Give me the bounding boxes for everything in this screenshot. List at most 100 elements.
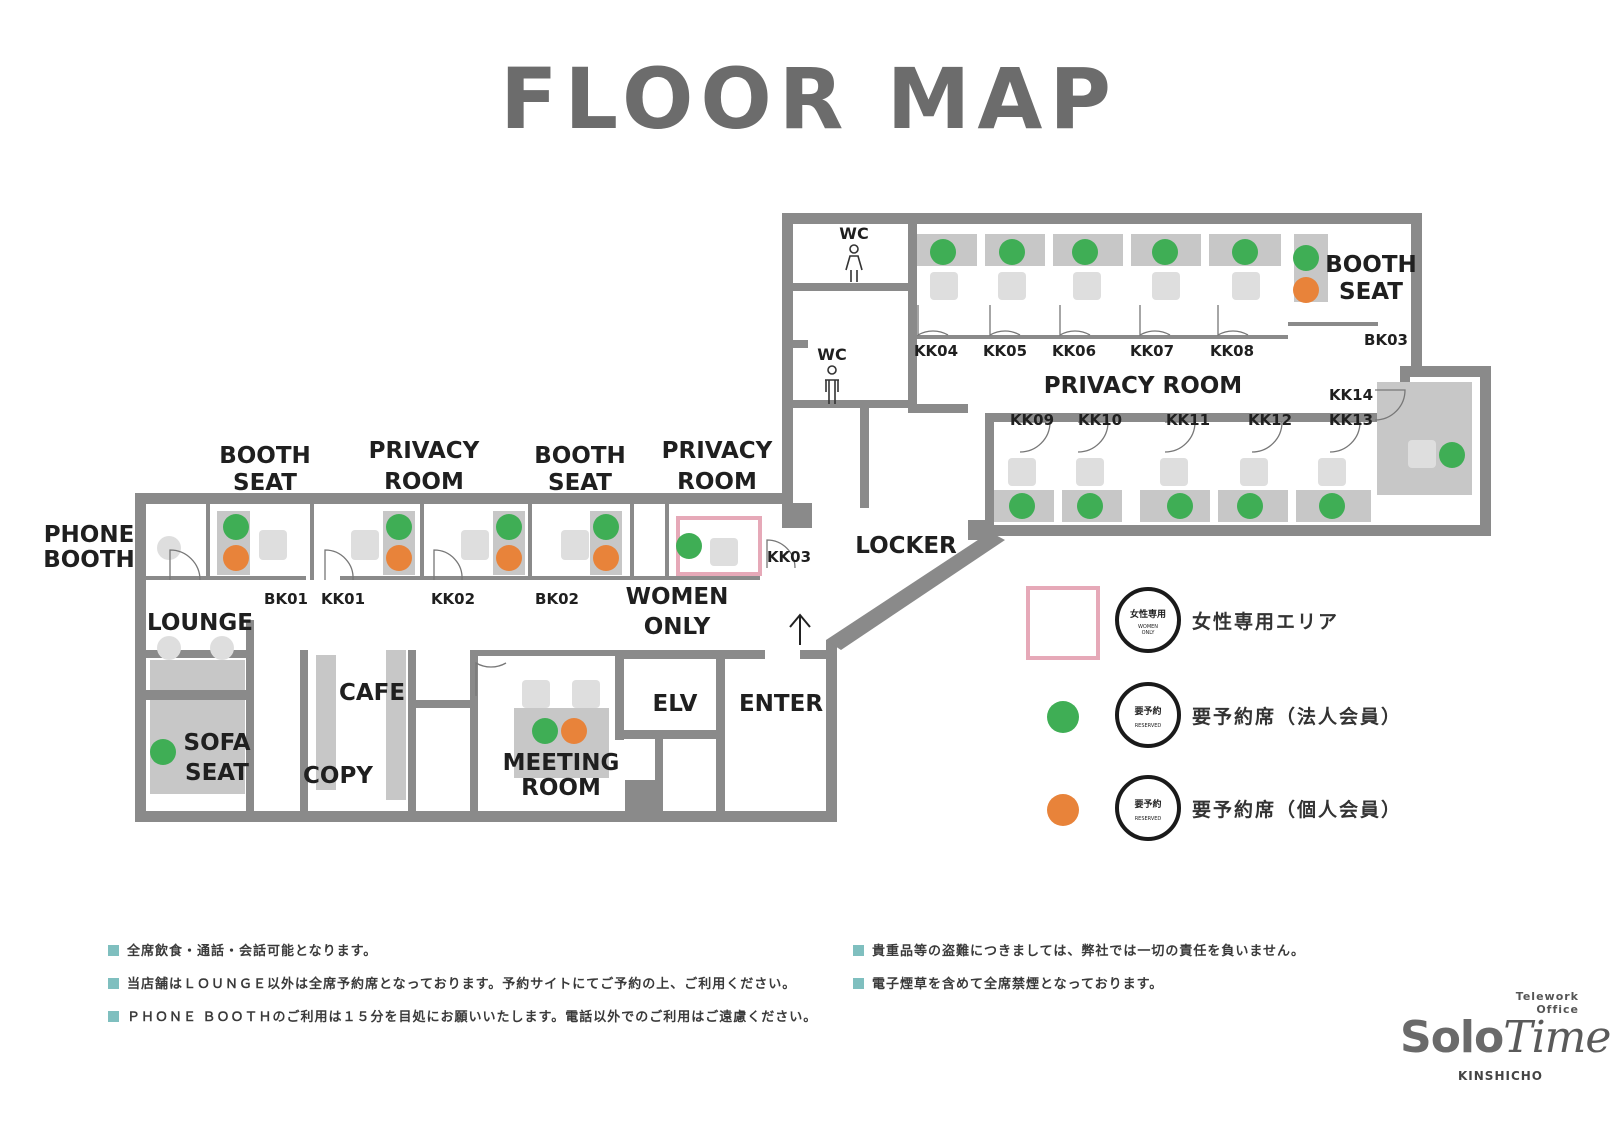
label-women-only: WOMEN <box>626 584 729 610</box>
corporate-seat-dot <box>1009 493 1035 519</box>
note-text: 電子煙草を含めて全席禁煙となっております。 <box>872 977 1164 992</box>
legend-corporate-label: 要予約席（法人会員） <box>1192 705 1402 728</box>
corporate-seat-dot <box>150 739 176 765</box>
individual-seat-dot <box>593 545 619 571</box>
reserved-badge-sub: RESERVED <box>1135 816 1162 822</box>
label-privacy-room: PRIVACY <box>369 438 480 464</box>
label-privacy-room: ROOM <box>677 469 757 495</box>
individual-seat-dot <box>386 545 412 571</box>
bullet-square-icon <box>853 945 864 956</box>
seat-id: BK03 <box>1364 331 1408 349</box>
label-phone-booth: PHONE <box>44 522 135 548</box>
corporate-seat-dot <box>1152 239 1178 265</box>
corporate-seat-dot <box>593 514 619 540</box>
logo-brand: SoloTime <box>1400 1012 1611 1063</box>
corporate-seat-dot <box>532 718 558 744</box>
reserved-badge-text: 要予約 <box>1134 798 1161 810</box>
individual-seat-dot <box>561 718 587 744</box>
corporate-seat-dot <box>1167 493 1193 519</box>
individual-seat-dot <box>1293 277 1319 303</box>
page-title: FLOOR MAP <box>500 50 1118 148</box>
legend-orange-dot <box>1047 794 1079 826</box>
seat-id: KK01 <box>321 590 365 608</box>
note-text: ＰＨＯＮＥ ＢＯＯＴＨのご利用は１５分を目処にお願いいたします。電話以外でのご利… <box>127 1010 818 1025</box>
corporate-seat-dot <box>1293 245 1319 271</box>
enter-arrow-icon <box>789 613 811 645</box>
note-text: 貴重品等の盗難につきましては、弊社では一切の責任を負いません。 <box>872 944 1305 959</box>
legend: 女性専用 WOMEN ONLY 女性専用エリア 要予約 RESERVED 要予約… <box>1026 586 1402 841</box>
legend-green-dot <box>1047 701 1079 733</box>
corporate-seat-dot <box>496 514 522 540</box>
corporate-seat-dot <box>1077 493 1103 519</box>
label-booth-seat: BOOTH <box>1325 252 1417 278</box>
label-wc: WC <box>817 345 846 364</box>
legend-women-label: 女性専用エリア <box>1192 610 1339 633</box>
seat-id: KK05 <box>983 342 1027 360</box>
seat-id: KK13 <box>1329 411 1373 429</box>
seat-dots <box>150 239 1465 765</box>
corporate-seat-dot <box>1232 239 1258 265</box>
corporate-seat-dot <box>930 239 956 265</box>
doors <box>169 305 1406 696</box>
label-privacy-room: ROOM <box>384 469 464 495</box>
note-item: 貴重品等の盗難につきましては、弊社では一切の責任を負いません。 <box>853 940 1305 959</box>
label-wc: WC <box>839 224 868 243</box>
seat-id: BK02 <box>535 590 579 608</box>
women-badge-icon <box>1115 587 1181 653</box>
corporate-seat-dot <box>386 514 412 540</box>
seat-id: KK11 <box>1166 411 1210 429</box>
label-phone-booth: BOOTH <box>43 547 135 573</box>
bullet-square-icon <box>853 978 864 989</box>
label-meeting-room: MEETING <box>503 750 620 776</box>
label-booth-seat: BOOTH <box>534 443 626 469</box>
seat-id: KK03 <box>767 548 811 566</box>
bullet-square-icon <box>108 978 119 989</box>
seat-id: KK12 <box>1248 411 1292 429</box>
note-text: 当店舗はＬＯＵＮＧＥ以外は全席予約席となっております。予約サイトにてご予約の上、… <box>127 977 797 992</box>
reserved-badge-sub: RESERVED <box>1135 723 1162 729</box>
note-item: 当店舗はＬＯＵＮＧＥ以外は全席予約席となっております。予約サイトにてご予約の上、… <box>108 973 796 992</box>
chairs <box>157 272 1436 708</box>
individual-seat-dot <box>223 545 249 571</box>
corporate-seat-dot <box>676 533 702 559</box>
person-icon <box>825 365 839 404</box>
logo-location: KINSHICHO <box>1458 1069 1544 1083</box>
reserved-badge-icon <box>1115 682 1181 748</box>
women-badge-text: 女性専用 <box>1130 608 1166 620</box>
reserved-badge-text: 要予約 <box>1134 705 1161 717</box>
note-item: 全席飲食・通話・会話可能となります。 <box>108 940 377 959</box>
legend-individual-label: 要予約席（個人会員） <box>1192 798 1402 821</box>
logo-tagline: Telework Office <box>1515 990 1579 1016</box>
seat-id: KK08 <box>1210 342 1254 360</box>
corporate-seat-dot <box>1072 239 1098 265</box>
seat-id: KK04 <box>914 342 958 360</box>
label-sofa-seat: SEAT <box>185 760 249 786</box>
seat-id: KK02 <box>431 590 475 608</box>
label-cafe: CAFE <box>339 680 405 706</box>
label-elv: ELV <box>652 691 697 717</box>
label-women-only: ONLY <box>644 614 711 640</box>
label-privacy-room: PRIVACY ROOM <box>1044 373 1242 399</box>
women-badge-sub: WOMEN <box>1138 624 1158 630</box>
solotime-logo: Telework Office SoloTime KINSHICHO <box>1400 990 1611 1090</box>
seat-id: KK14 <box>1329 386 1373 404</box>
furniture-fills <box>150 234 1472 800</box>
label-privacy-room: PRIVACY <box>662 438 773 464</box>
label-booth-seat: SEAT <box>1339 279 1403 305</box>
corporate-seat-dot <box>1319 493 1345 519</box>
label-meeting-room: ROOM <box>521 775 601 801</box>
label-booth-seat: SEAT <box>548 470 612 496</box>
individual-seat-dot <box>496 545 522 571</box>
note-item: ＰＨＯＮＥ ＢＯＯＴＨのご利用は１５分を目処にお願いいたします。電話以外でのご利… <box>108 1006 817 1025</box>
corporate-seat-dot <box>999 239 1025 265</box>
seat-id: KK09 <box>1010 411 1054 429</box>
reserved-badge-icon <box>1115 775 1181 841</box>
label-sofa-seat: SOFA <box>184 730 251 756</box>
label-locker: LOCKER <box>855 533 957 559</box>
seat-id: KK10 <box>1078 411 1122 429</box>
legend-women-swatch <box>1026 586 1100 660</box>
corporate-seat-dot <box>223 514 249 540</box>
bullet-square-icon <box>108 1011 119 1022</box>
